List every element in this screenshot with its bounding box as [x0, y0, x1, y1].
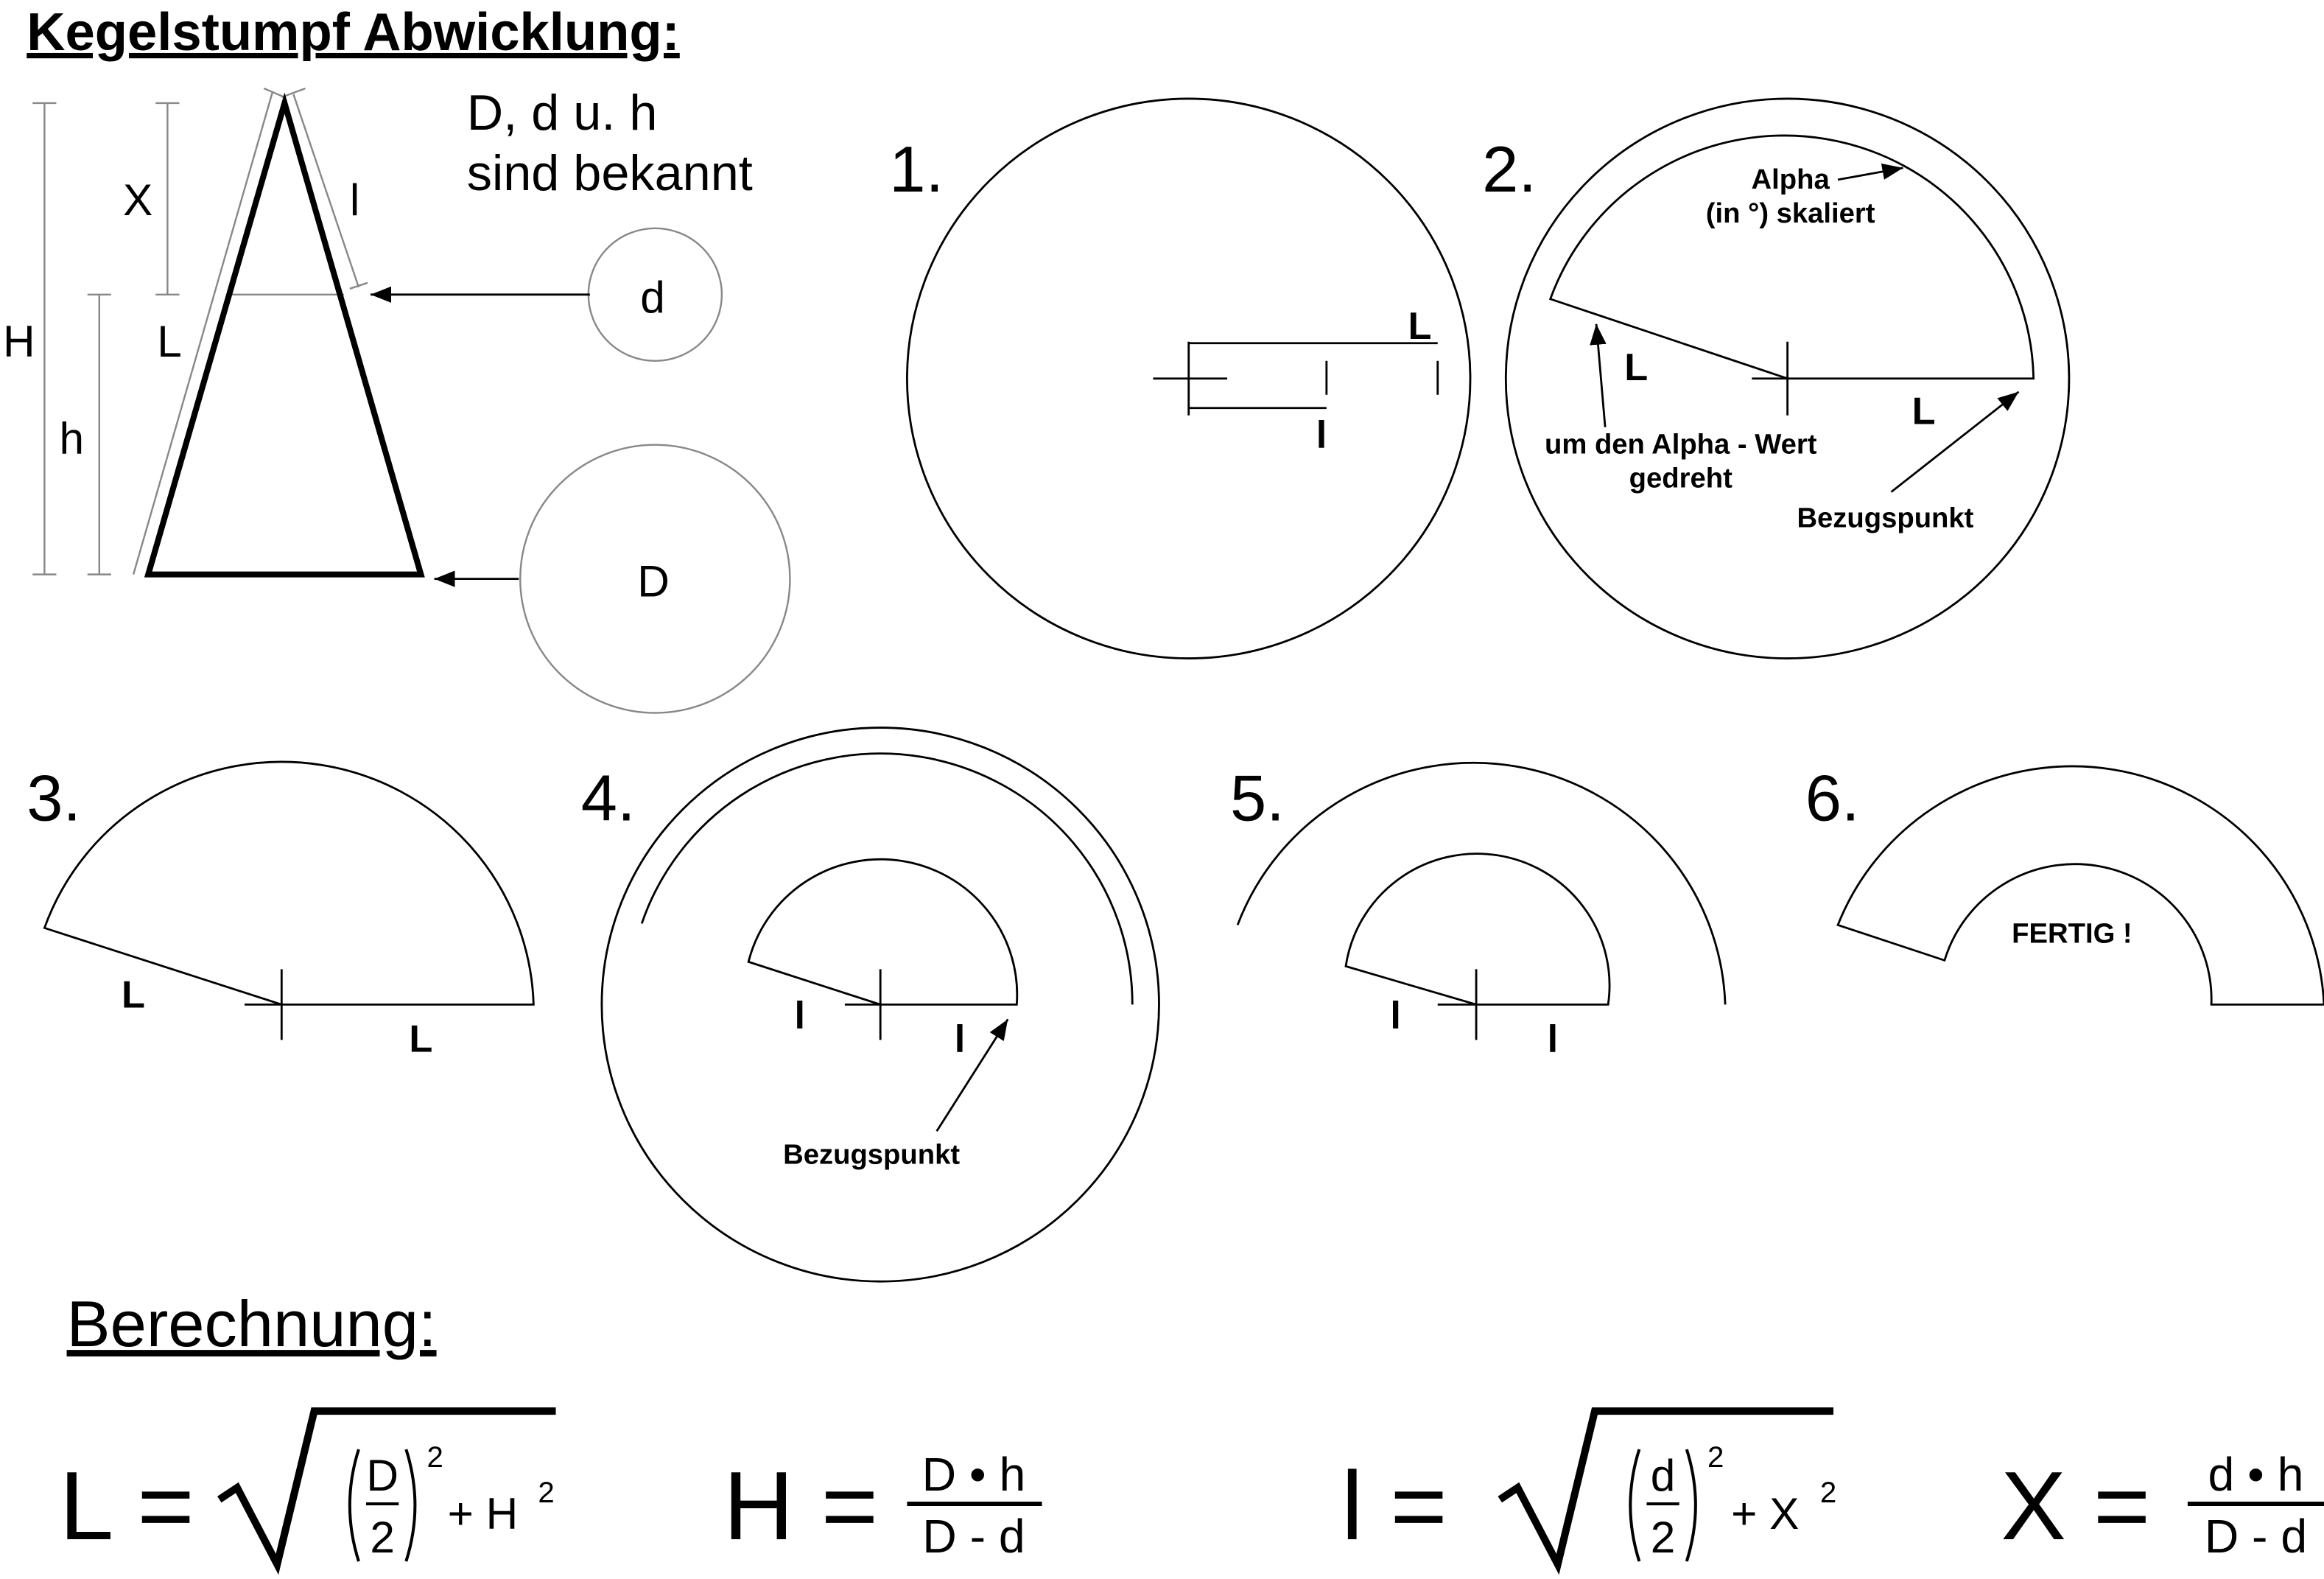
formula-X: X = d • h D - d	[2001, 1448, 2324, 1563]
formula-lhs: l =	[1341, 1452, 1447, 1561]
formula-plus: + H	[448, 1489, 519, 1538]
circle-d-label: d	[640, 273, 665, 322]
reference-label: Bezugspunkt	[1797, 503, 1973, 534]
alpha-label: Alpha	[1752, 164, 1830, 195]
reference-label: Bezugspunkt	[783, 1139, 960, 1170]
given-line2: sind bekannt	[467, 145, 753, 201]
step-4: 4. l l Bezugspunkt	[581, 727, 1160, 1283]
numerator: D • h	[922, 1448, 1026, 1501]
alpha-label-2: (in °) skaliert	[1706, 198, 1875, 229]
denominator: D - d	[922, 1510, 1025, 1563]
formula-plus: + X	[1731, 1489, 1799, 1538]
formula-H: H = D • h D - d	[723, 1448, 1042, 1563]
step-number: 6.	[1805, 762, 1860, 835]
exponent: 2	[538, 1477, 554, 1509]
label-h: h	[59, 414, 84, 463]
label-L: L	[1912, 391, 1936, 433]
circle-D-label: D	[637, 557, 670, 606]
paren-right	[1685, 1449, 1697, 1562]
step-5: 5. l l	[1230, 762, 1727, 1060]
formula-L: L = D 2 2 + H 2	[59, 1407, 556, 1575]
label-l: l	[1316, 414, 1327, 457]
rotate-label-2: gedreht	[1629, 463, 1733, 494]
paren-left	[348, 1449, 360, 1562]
denominator: 2	[370, 1513, 395, 1562]
exponent: 2	[426, 1441, 443, 1474]
formula-lhs: L =	[59, 1452, 194, 1561]
paren-right	[404, 1449, 417, 1562]
cone-figure: H X L h l	[3, 87, 425, 578]
paren-left	[1629, 1449, 1641, 1562]
step-number: 5.	[1230, 762, 1285, 835]
formula-l: l = d 2 2 + X 2	[1341, 1407, 1836, 1575]
given-line1: D, d u. h	[467, 85, 658, 141]
denominator: D - d	[2205, 1510, 2307, 1563]
step-1: 1. L l	[889, 97, 1472, 659]
rotate-label: um den Alpha - Wert	[1545, 430, 1817, 461]
label-l: l	[794, 994, 805, 1037]
done-label: FERTIG !	[2012, 919, 2132, 950]
label-l: l	[1548, 1018, 1559, 1060]
denominator: 2	[1651, 1513, 1676, 1562]
label-L: L	[409, 1018, 432, 1060]
label-L: L	[122, 974, 145, 1017]
step-number: 2.	[1482, 133, 1537, 206]
step-number: 1.	[889, 133, 944, 206]
label-l: l	[955, 1018, 966, 1060]
label-l: l	[1390, 994, 1401, 1037]
circle-D	[519, 444, 791, 714]
label-X: X	[123, 175, 152, 225]
numerator: D	[366, 1451, 399, 1500]
exponent: 2	[1820, 1477, 1836, 1509]
step-2: 2. Alpha (in °) skaliert L L um den Alph…	[1482, 97, 2071, 659]
label-l: l	[350, 175, 359, 225]
step-number: 3.	[27, 762, 81, 835]
label-L: L	[157, 317, 182, 366]
step-number: 4.	[581, 762, 636, 835]
formula-lhs: H =	[723, 1452, 878, 1561]
step-3: 3. L L	[27, 760, 535, 1060]
formula-lhs: X =	[2001, 1452, 2150, 1561]
step-6: 6. FERTIG !	[1805, 762, 2324, 1006]
numerator: d • h	[2208, 1448, 2303, 1501]
calc-title: Berechnung:	[67, 1287, 437, 1360]
label-L: L	[1408, 305, 1432, 348]
label-H: H	[3, 317, 35, 366]
label-L: L	[1624, 346, 1648, 389]
numerator: d	[1651, 1451, 1676, 1500]
exponent: 2	[1707, 1441, 1724, 1474]
page-title: Kegelstumpf Abwicklung:	[27, 3, 680, 62]
